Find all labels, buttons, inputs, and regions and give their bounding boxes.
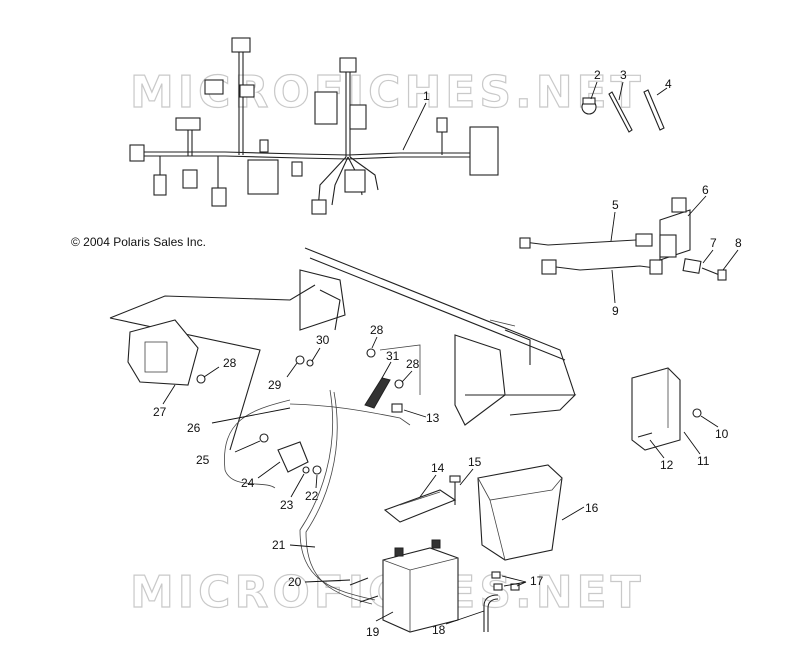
callout-1: 1 — [423, 89, 430, 103]
callout-31: 31 — [386, 349, 400, 363]
part-10-nut — [692, 408, 702, 418]
part-8-bolt — [701, 267, 727, 281]
part-7-sleeve — [682, 258, 702, 274]
part-18-vent-tube — [483, 594, 499, 632]
callout-6: 6 — [702, 183, 709, 197]
callout-4: 4 — [665, 77, 672, 91]
part-2-switch — [581, 97, 597, 115]
part-29-nut — [295, 355, 305, 365]
part-27-module — [127, 319, 199, 386]
part-21-cable — [299, 389, 376, 605]
callout-21: 21 — [272, 538, 286, 552]
callout-10: 10 — [715, 427, 729, 441]
copyright-text: © 2004 Polaris Sales Inc. — [71, 235, 206, 249]
callout-7: 7 — [710, 236, 717, 250]
part-15-bolt — [449, 475, 461, 505]
part-16-battery-box — [477, 464, 563, 561]
part-20-terminal-bolts — [349, 577, 379, 603]
part-9-spark-lead — [541, 259, 663, 275]
part-24-solenoid — [277, 441, 309, 473]
callout-25: 25 — [196, 453, 210, 467]
part-13-fastener — [391, 403, 403, 413]
part-11-control-module — [631, 367, 681, 451]
callout-13: 13 — [426, 411, 440, 425]
callout-15: 15 — [468, 455, 482, 469]
part-26-cable — [224, 399, 411, 489]
callout-23: 23 — [280, 498, 294, 512]
callout-3: 3 — [620, 68, 627, 82]
callout-20: 20 — [288, 575, 302, 589]
part-3-tube — [608, 91, 633, 133]
callout-22: 22 — [305, 489, 319, 503]
callout-19: 19 — [366, 625, 380, 639]
part-28-fastener-a — [366, 348, 376, 358]
part-28-fastener-c — [196, 374, 206, 384]
part-4-rod — [643, 89, 665, 131]
callout-17: 17 — [530, 574, 544, 588]
callout-8: 8 — [735, 236, 742, 250]
callout-28-c: 28 — [406, 357, 420, 371]
callout-12: 12 — [660, 458, 674, 472]
part-25-bolt — [259, 433, 269, 443]
callout-26: 26 — [187, 421, 201, 435]
callout-18: 18 — [432, 623, 446, 637]
callout-16: 16 — [585, 501, 599, 515]
callout-28-b: 28 — [370, 323, 384, 337]
callout-29: 29 — [268, 378, 282, 392]
callout-14: 14 — [431, 461, 445, 475]
part-22-nut — [312, 465, 322, 475]
callout-24: 24 — [241, 476, 255, 490]
callout-2: 2 — [594, 68, 601, 82]
callout-5: 5 — [612, 198, 619, 212]
wiring-harness — [129, 37, 499, 215]
callout-27: 27 — [153, 405, 167, 419]
part-14-strap — [383, 489, 457, 523]
part-31-relay-strip — [364, 377, 391, 409]
part-28-fastener-b — [394, 379, 404, 389]
callout-28-a: 28 — [223, 356, 237, 370]
callout-11: 11 — [697, 454, 710, 468]
part-12-bolt — [637, 432, 653, 438]
part-6-ignition-coil — [659, 197, 691, 261]
leader-lines — [162, 81, 739, 625]
part-19-battery — [382, 539, 459, 633]
part-23-washer — [302, 466, 310, 474]
callout-9: 9 — [612, 304, 619, 318]
callout-30: 30 — [316, 333, 330, 347]
callout-numbers: 1 2 3 4 5 6 7 8 9 10 11 12 13 14 15 16 1… — [153, 68, 742, 639]
part-30-washer — [306, 359, 314, 367]
part-5-spark-lead — [519, 233, 653, 249]
